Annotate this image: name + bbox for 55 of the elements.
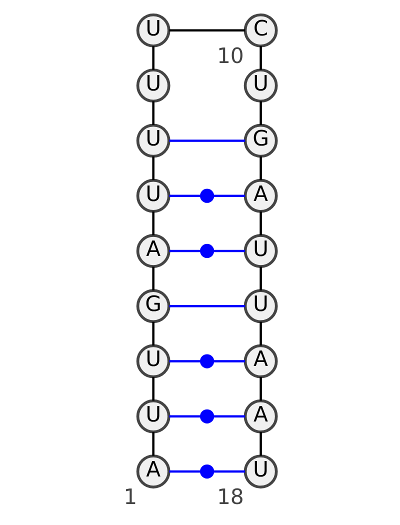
node-circle: U	[136, 398, 170, 433]
node-circle: U	[136, 178, 170, 212]
connector	[169, 249, 201, 252]
connector	[214, 249, 245, 252]
connector	[152, 156, 154, 180]
node-circle: G	[244, 123, 278, 158]
connector	[260, 266, 262, 290]
connector	[260, 211, 262, 235]
node-circle: U	[244, 288, 278, 323]
connector	[152, 321, 154, 346]
connector	[260, 376, 262, 400]
connector	[214, 414, 245, 418]
node-circle: U	[244, 234, 278, 268]
connector	[152, 376, 154, 400]
connector	[169, 304, 246, 307]
node-circle	[200, 188, 214, 202]
node-label: 1	[124, 484, 138, 509]
connector	[169, 414, 201, 418]
connector	[260, 432, 262, 456]
connector	[214, 470, 245, 472]
connector	[260, 46, 262, 70]
node-circle	[200, 354, 214, 368]
node-circle: U	[136, 344, 170, 378]
connector	[260, 321, 262, 346]
node-circle: U	[136, 123, 170, 158]
connector	[260, 156, 262, 180]
node-circle: U	[136, 12, 170, 47]
node-label: 18	[216, 484, 244, 509]
connector	[152, 46, 154, 70]
connector	[169, 139, 246, 142]
connector	[152, 211, 154, 235]
connector	[169, 28, 246, 32]
connector	[214, 194, 245, 196]
node-circle: U	[244, 68, 278, 102]
node-circle: A	[244, 398, 278, 433]
node-circle: A	[136, 454, 170, 488]
node-circle	[200, 464, 214, 478]
node-circle	[200, 408, 214, 423]
node-label: 10	[216, 42, 244, 68]
node-circle: A	[244, 178, 278, 212]
connector	[260, 100, 262, 124]
node-circle	[200, 243, 214, 258]
connector	[152, 432, 154, 456]
node-circle: G	[136, 288, 170, 323]
connector	[214, 360, 245, 362]
node-circle: A	[244, 344, 278, 378]
node-circle: A	[136, 234, 170, 268]
node-circle: U	[136, 68, 170, 102]
connector	[152, 100, 154, 124]
connector	[152, 266, 154, 290]
node-circle: C	[244, 12, 278, 47]
connector	[169, 470, 201, 472]
connector	[169, 194, 201, 196]
connector	[169, 360, 201, 362]
node-circle: U	[244, 454, 278, 488]
